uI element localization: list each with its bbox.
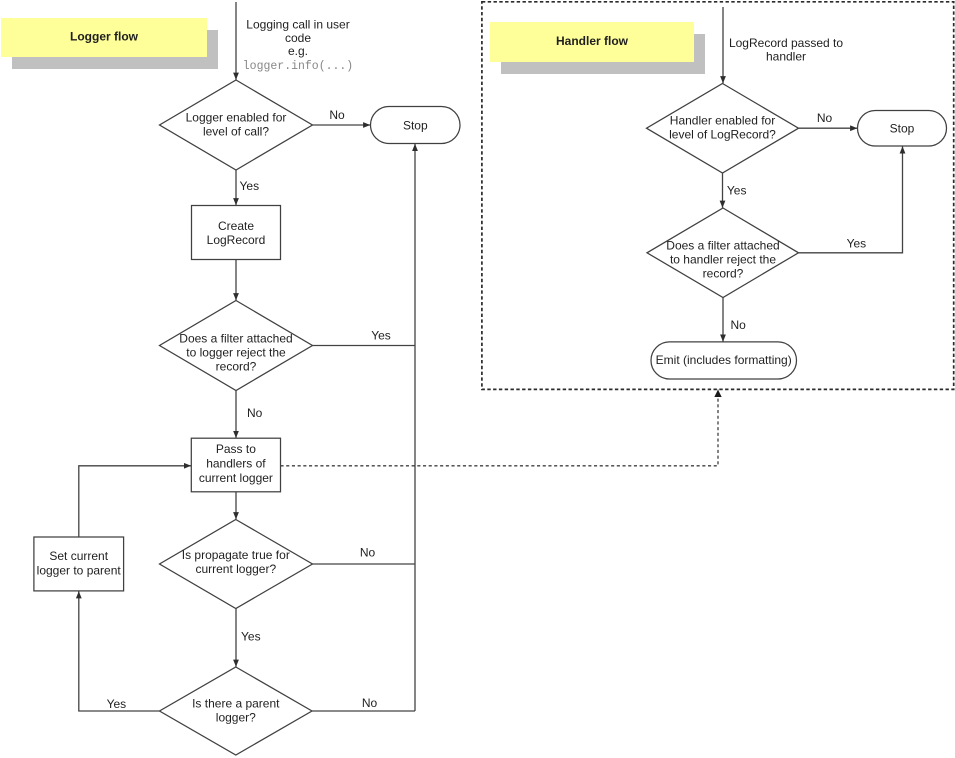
svg-text:Yes: Yes bbox=[847, 236, 867, 250]
svg-text:Yes: Yes bbox=[727, 183, 747, 197]
svg-text:Set current: Set current bbox=[49, 549, 108, 563]
svg-text:logger?: logger? bbox=[216, 711, 256, 725]
svg-text:Does a filter attached: Does a filter attached bbox=[179, 331, 292, 345]
svg-text:Yes: Yes bbox=[371, 329, 391, 343]
svg-text:Logger enabled for: Logger enabled for bbox=[186, 110, 287, 124]
svg-text:current logger?: current logger? bbox=[195, 562, 276, 576]
svg-text:handlers of: handlers of bbox=[206, 456, 266, 470]
svg-text:Is there a parent: Is there a parent bbox=[192, 697, 280, 711]
svg-text:Stop: Stop bbox=[403, 118, 428, 132]
svg-text:handler: handler bbox=[766, 50, 806, 64]
svg-text:Yes: Yes bbox=[107, 697, 127, 711]
svg-text:Is propagate true for: Is propagate true for bbox=[182, 548, 290, 562]
svg-text:No: No bbox=[817, 111, 833, 125]
svg-text:Pass to: Pass to bbox=[216, 442, 256, 456]
svg-text:to handler reject the: to handler reject the bbox=[670, 253, 776, 267]
svg-text:current logger: current logger bbox=[199, 471, 273, 485]
svg-text:Yes: Yes bbox=[241, 630, 261, 644]
svg-text:e.g.: e.g. bbox=[288, 44, 308, 58]
svg-text:Emit (includes formatting): Emit (includes formatting) bbox=[656, 353, 792, 367]
svg-text:Stop: Stop bbox=[890, 121, 915, 135]
svg-text:No: No bbox=[362, 696, 378, 710]
svg-text:Yes: Yes bbox=[240, 179, 260, 193]
svg-text:level of call?: level of call? bbox=[203, 125, 269, 139]
svg-text:Logger flow: Logger flow bbox=[70, 29, 139, 43]
svg-text:Logging call in user: Logging call in user bbox=[246, 17, 349, 31]
svg-text:record?: record? bbox=[703, 267, 744, 281]
svg-text:No: No bbox=[731, 318, 747, 332]
svg-text:code: code bbox=[285, 31, 311, 45]
svg-text:level of LogRecord?: level of LogRecord? bbox=[669, 128, 776, 142]
svg-text:LogRecord passed to: LogRecord passed to bbox=[729, 36, 843, 50]
svg-text:No: No bbox=[329, 108, 345, 122]
svg-text:LogRecord: LogRecord bbox=[207, 233, 266, 247]
svg-text:Create: Create bbox=[218, 219, 254, 233]
svg-text:to logger reject the: to logger reject the bbox=[186, 346, 286, 360]
svg-text:logger to parent: logger to parent bbox=[37, 564, 122, 578]
svg-text:Handler flow: Handler flow bbox=[556, 34, 629, 48]
svg-text:logger.info(...): logger.info(...) bbox=[243, 60, 353, 73]
svg-text:No: No bbox=[360, 546, 376, 560]
svg-text:No: No bbox=[247, 406, 263, 420]
svg-text:Handler enabled for: Handler enabled for bbox=[670, 113, 775, 127]
svg-text:Does a filter attached: Does a filter attached bbox=[666, 238, 779, 252]
svg-text:record?: record? bbox=[216, 360, 257, 374]
